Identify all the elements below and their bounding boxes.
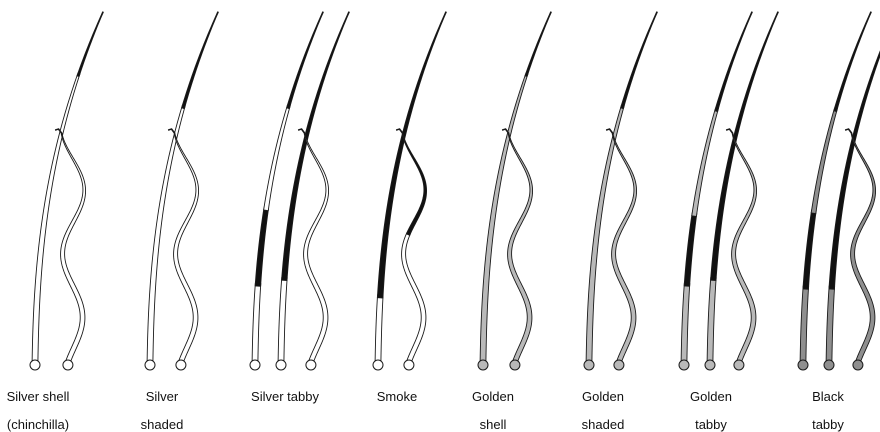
hair-band-golden [707,277,716,362]
straight-hair [250,12,323,370]
hair-root-bulb [705,360,715,370]
hair-band-black_tabby [826,286,835,362]
hair-root-bulb [276,360,286,370]
hair-band-black [77,12,103,77]
hair-root-bulb [798,360,808,370]
hair-band-white [252,283,261,362]
hair-root-bulb [306,360,316,370]
wavy-hair [606,129,636,370]
hair-band-black [684,213,697,286]
caption-line-1: Golden [472,389,514,404]
caption-line-2: tabby [812,417,844,432]
hair-band-white [55,129,85,363]
caption-golden-shell: Golden shell [438,376,548,432]
hair-root-bulb [176,360,186,370]
straight-hair [584,12,657,370]
straight-hair [373,12,446,370]
caption-golden-tabby: Golden tabby [656,376,766,432]
hair-band-white [375,295,383,362]
hair-band-black [711,12,779,281]
wavy-hair [298,129,328,370]
straight-hair [30,12,103,370]
hair-band-golden [606,129,636,363]
hair-band-black [282,12,350,281]
hair-root-bulb [614,360,624,370]
hair-band-black_tabby [811,108,837,214]
hair-band-black [255,207,269,286]
hair-group-golden [679,12,778,370]
hair-band-black [525,12,551,77]
hair-root-bulb [584,360,594,370]
hair-band-black [182,12,219,109]
caption-line-1: Silver [146,389,179,404]
wavy-hair [55,129,85,370]
caption-line-2: shaded [582,417,625,432]
caption-silver-shaded: Silver shaded [107,376,217,432]
hair-band-black [621,12,658,109]
caption-silver-tabby: Silver tabby [230,376,340,432]
hair-root-bulb [373,360,383,370]
hair-root-bulb [679,360,689,370]
hair-root-bulb [734,360,744,370]
hair-band-white [402,232,426,362]
caption-line-2: tabby [695,417,727,432]
caption-line-1: Golden [690,389,732,404]
wavy-hair [502,129,532,370]
hair-root-bulb [250,360,260,370]
wavy-hair [396,129,426,370]
hair-root-bulb [853,360,863,370]
hair-group-golden [584,12,657,370]
caption-black-tabby: Black tabby [773,376,880,432]
caption-smoke: Smoke [342,376,452,432]
hair-band-black_tabby [800,286,809,362]
straight-hair [679,12,752,370]
caption-golden-shaded: Golden shaded [548,376,658,432]
hair-root-bulb [404,360,414,370]
hair-root-bulb [63,360,73,370]
caption-line-1: Smoke [377,389,417,404]
hair-group-silver-shell [30,12,103,370]
hair-group-silver-tabby [250,12,349,370]
hair-root-bulb [510,360,520,370]
hair-group-smoke [373,12,446,370]
caption-line-1: Golden [582,389,624,404]
hair-band-white [32,73,80,362]
caption-line-1: Silver tabby [251,389,319,404]
hair-illustrations [0,0,880,410]
hair-band-golden [692,108,719,217]
straight-hair [705,12,778,370]
hair-band-white [278,277,287,362]
straight-hair [798,12,871,370]
caption-line-2: (chinchilla) [7,417,69,432]
hair-band-golden [681,283,690,362]
hair-group-golden [478,12,551,370]
caption-line-1: Black [812,389,844,404]
straight-hair [145,12,218,370]
hair-band-black [803,210,816,289]
caption-silver-shell: Silver shell (chinchilla) [0,376,93,432]
straight-hair [478,12,551,370]
hair-root-bulb [824,360,834,370]
hair-band-white [298,129,328,363]
hair-root-bulb [30,360,40,370]
hair-band-white [168,129,198,363]
caption-line-2: shaded [141,417,184,432]
straight-hair [276,12,349,370]
caption-line-1: Silver shell [7,389,70,404]
hair-group-silver [145,12,218,370]
hair-root-bulb [145,360,155,370]
hair-root-bulb [478,360,488,370]
caption-line-2: shell [480,417,507,432]
hair-band-golden [502,129,532,363]
wavy-hair [168,129,198,370]
hair-band-white [264,105,291,211]
hair-diagram: Silver shell (chinchilla) Silver shaded … [0,0,880,410]
hair-group-black [798,12,880,370]
